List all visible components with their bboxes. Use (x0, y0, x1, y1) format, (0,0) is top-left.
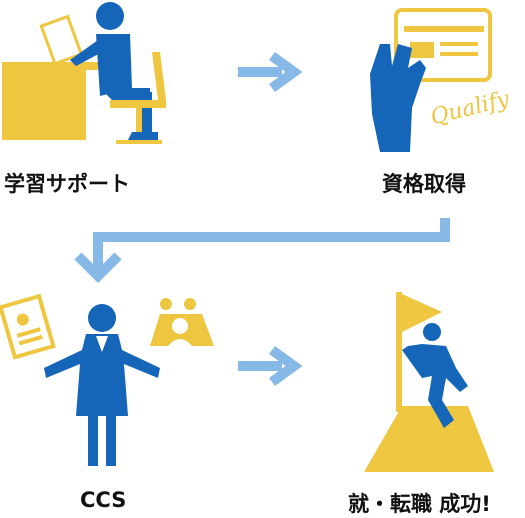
step-label-certification: 資格取得 (382, 172, 466, 196)
consultant-woman-icon (0, 293, 214, 466)
study-desk-icon (2, 2, 166, 144)
right-arrow-icon (238, 51, 303, 93)
right-arrow-icon (238, 345, 303, 387)
step-label-ccs: CCS (80, 488, 127, 512)
step-label-job-success: 就・転職 成功! (348, 492, 491, 516)
step-label-study-support: 学習サポート (4, 172, 130, 196)
certificate-hand-icon (370, 8, 492, 152)
down-return-arrow-icon (74, 218, 450, 284)
summit-flag-icon (364, 292, 494, 472)
